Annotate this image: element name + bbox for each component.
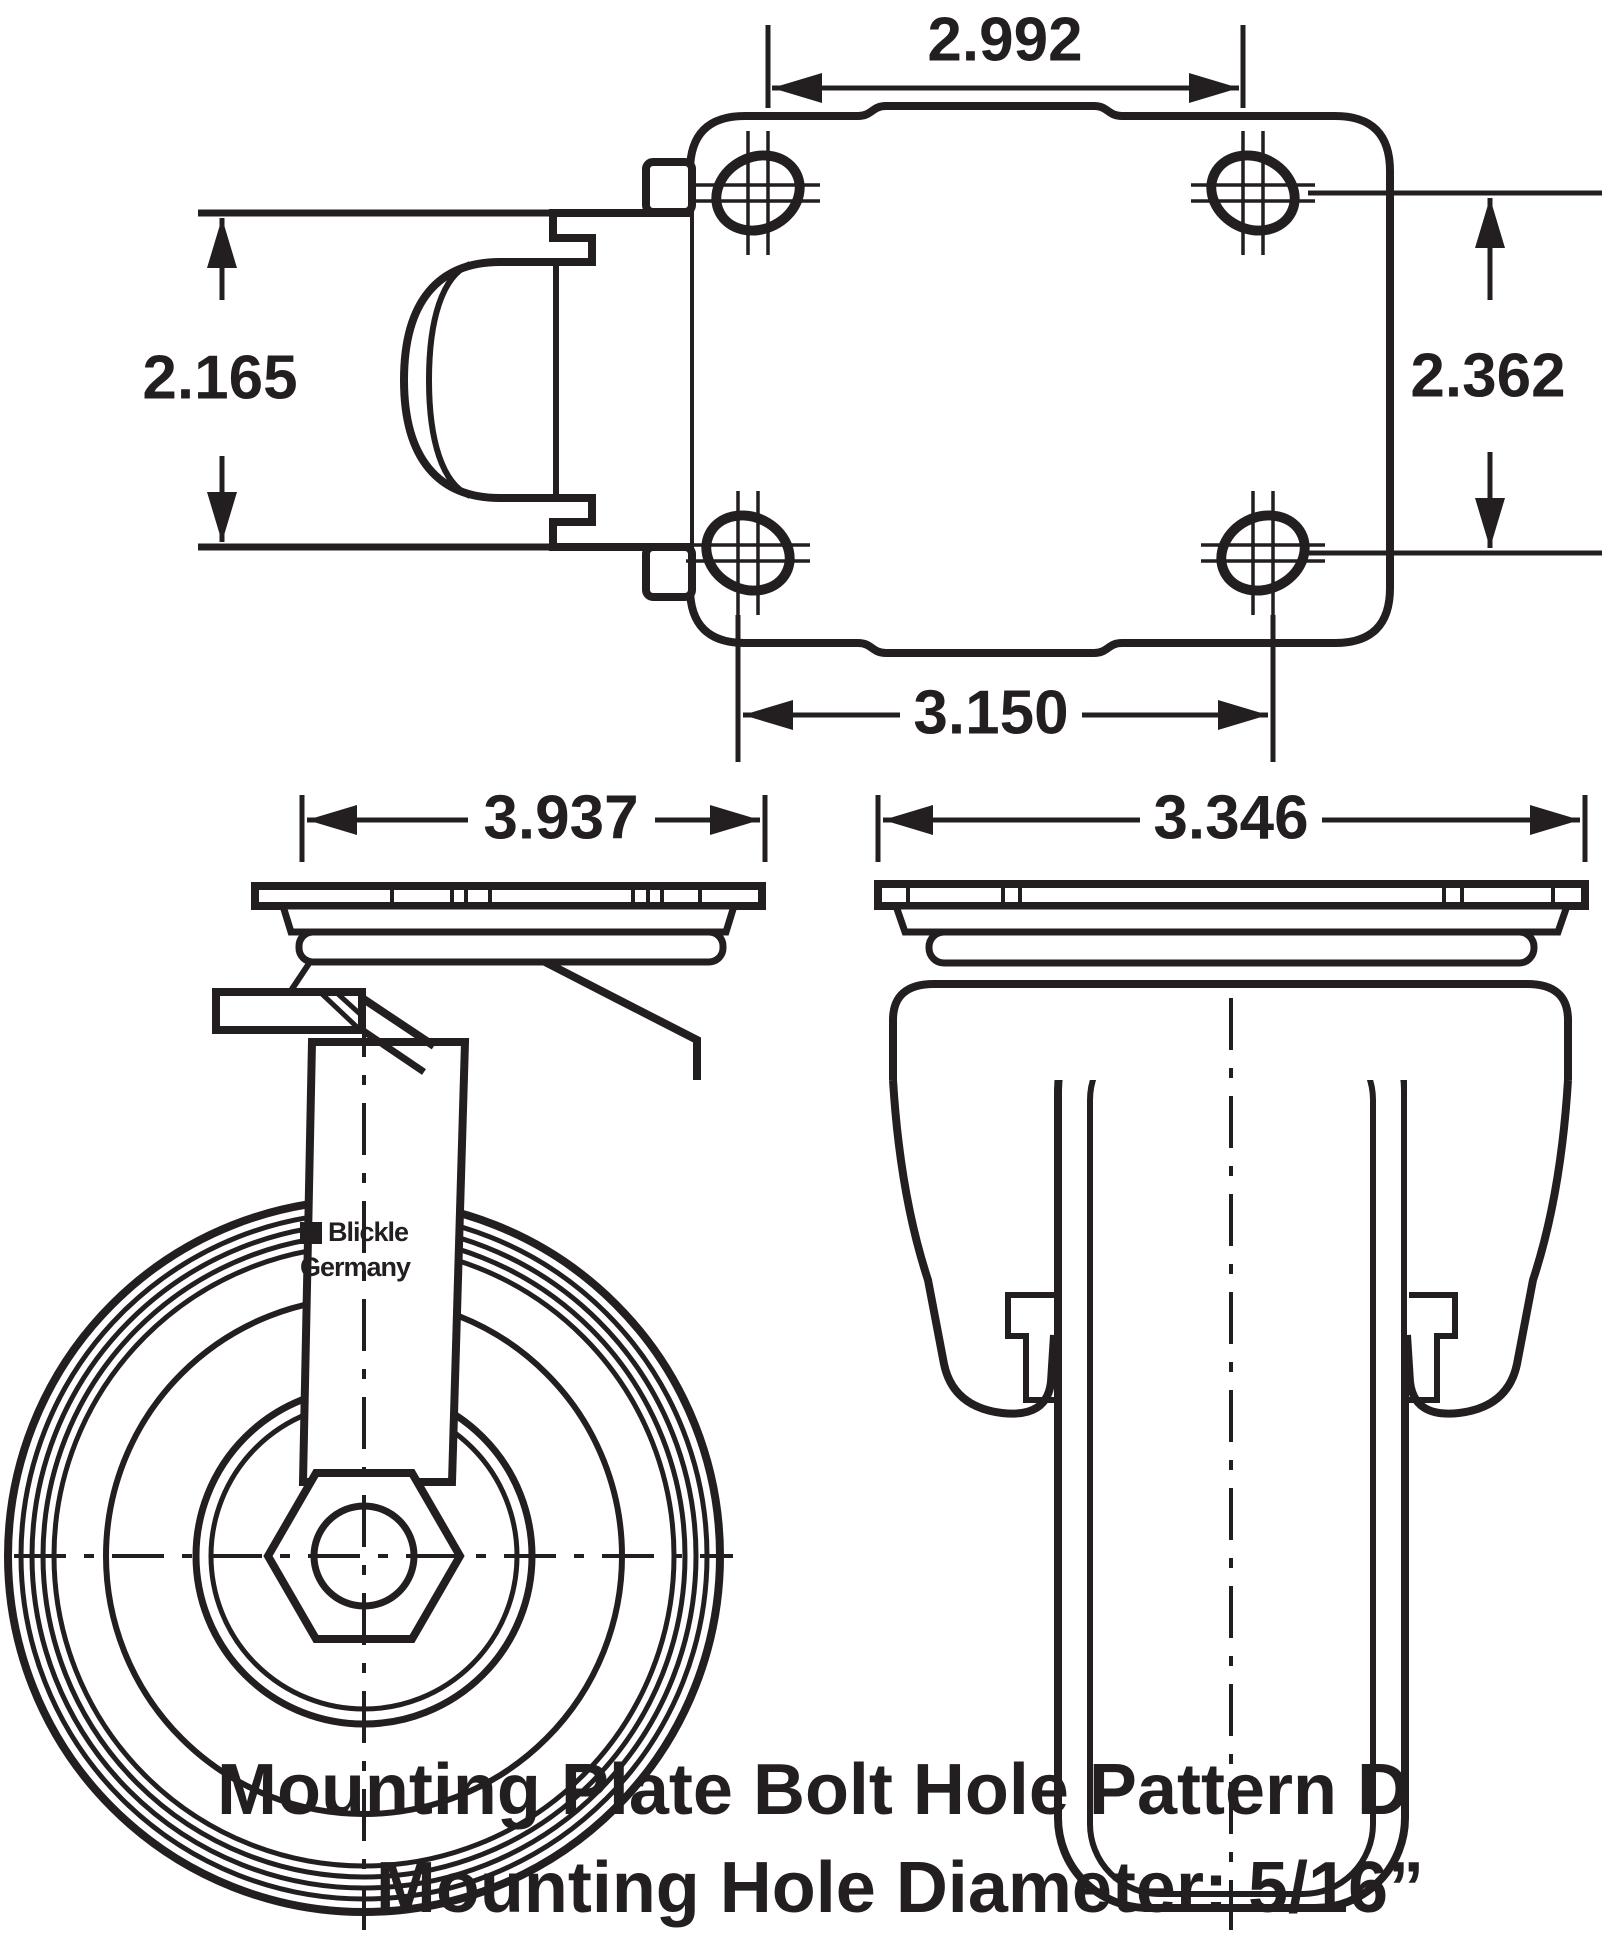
front-view-bearing-right xyxy=(1409,1292,1458,1403)
top-view-dim-bottom-width: 3.150 xyxy=(735,615,1276,762)
brand-logo-line2: Germany xyxy=(300,1252,411,1282)
side-view: 3.937 Blickle Germany xyxy=(4,784,768,1930)
caption-line1: Mounting Plate Bolt Hole Pattern D xyxy=(217,1750,1409,1830)
top-view-brake-tab-upper xyxy=(642,158,696,216)
dim-top-width-label: 2.992 xyxy=(927,6,1082,75)
front-view-swivel-head xyxy=(874,880,1589,967)
blickle-logo-icon xyxy=(300,1222,322,1244)
dim-right-height-label: 2.362 xyxy=(1410,342,1565,411)
dim-left-height-label: 2.165 xyxy=(142,344,297,413)
front-view-dim-width: 3.346 xyxy=(875,784,1588,862)
mounting-plate-outline xyxy=(686,102,1394,657)
top-view: 2.992 xyxy=(142,6,1602,762)
top-view-wheel-housing xyxy=(399,158,696,601)
brand-logo-line1: Blickle xyxy=(328,1217,409,1247)
front-view-bearing-left xyxy=(1005,1292,1054,1403)
top-view-dim-left-height: 2.165 xyxy=(142,209,688,551)
caption: Mounting Plate Bolt Hole Pattern D Mount… xyxy=(217,1750,1424,1928)
bolt-hole-bottom-left xyxy=(686,491,810,615)
dim-length-label: 3.937 xyxy=(483,784,638,853)
side-view-swivel-head xyxy=(251,882,766,1080)
dim-width-label: 3.346 xyxy=(1153,784,1308,853)
top-view-dim-right-height: 2.362 xyxy=(1308,190,1602,556)
caption-line2: Mounting Hole Diameter: 5/16” xyxy=(376,1848,1424,1928)
bolt-hole-top-right xyxy=(1191,131,1315,255)
side-view-centerlines xyxy=(14,1005,733,1930)
front-view: 3.346 xyxy=(874,784,1589,1930)
top-view-brake-tab-lower xyxy=(642,543,696,601)
bolt-hole-bottom-right xyxy=(1201,491,1325,615)
top-view-dim-top-width: 2.992 xyxy=(765,6,1246,108)
dim-bottom-width-label: 3.150 xyxy=(913,679,1068,748)
side-view-fork-leg xyxy=(298,1038,470,1486)
bolt-hole-top-left xyxy=(696,131,820,255)
side-view-brake-pedal xyxy=(212,960,437,1075)
brand-logo: Blickle Germany xyxy=(300,1217,412,1282)
side-view-dim-length: 3.937 xyxy=(299,784,768,862)
